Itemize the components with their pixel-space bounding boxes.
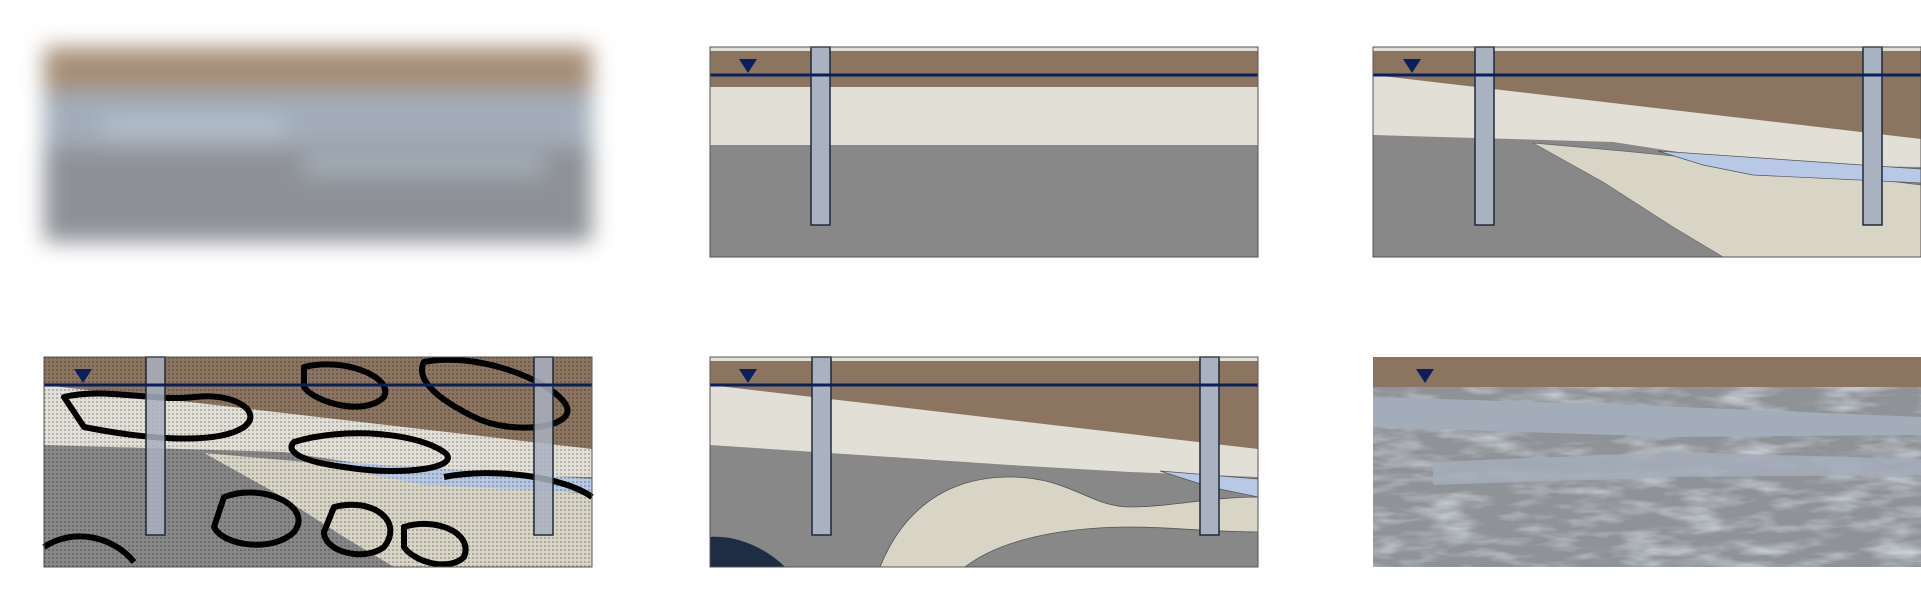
topsoil-layer: [710, 51, 1258, 87]
ground-surface-band: [710, 357, 1258, 361]
panel-textured-photo: [1373, 357, 1921, 567]
dipping-section-svg: [1373, 47, 1921, 257]
topsoil-layer: [1373, 357, 1921, 387]
panel-dipping-layers-lens: [710, 357, 1258, 567]
dipping-lens-section-svg: [710, 357, 1258, 567]
blurred-section-svg: [44, 47, 592, 257]
panel-blurred-photo: [44, 47, 592, 257]
panel-horizontal-layers: [710, 47, 1258, 257]
horizontal-section-svg: [710, 47, 1258, 257]
bedrock-layer: [710, 145, 1258, 257]
textured-section-svg: [1373, 357, 1921, 567]
blurred-layers: [44, 47, 592, 242]
ground-surface-band: [1373, 47, 1921, 51]
ground-surface-band: [710, 47, 1258, 51]
panel-dipping-layers: [1373, 47, 1921, 257]
segmentation-section-svg: [44, 357, 592, 567]
clay-layer: [710, 87, 1258, 145]
panel-noisy-segmentation: [44, 357, 592, 567]
